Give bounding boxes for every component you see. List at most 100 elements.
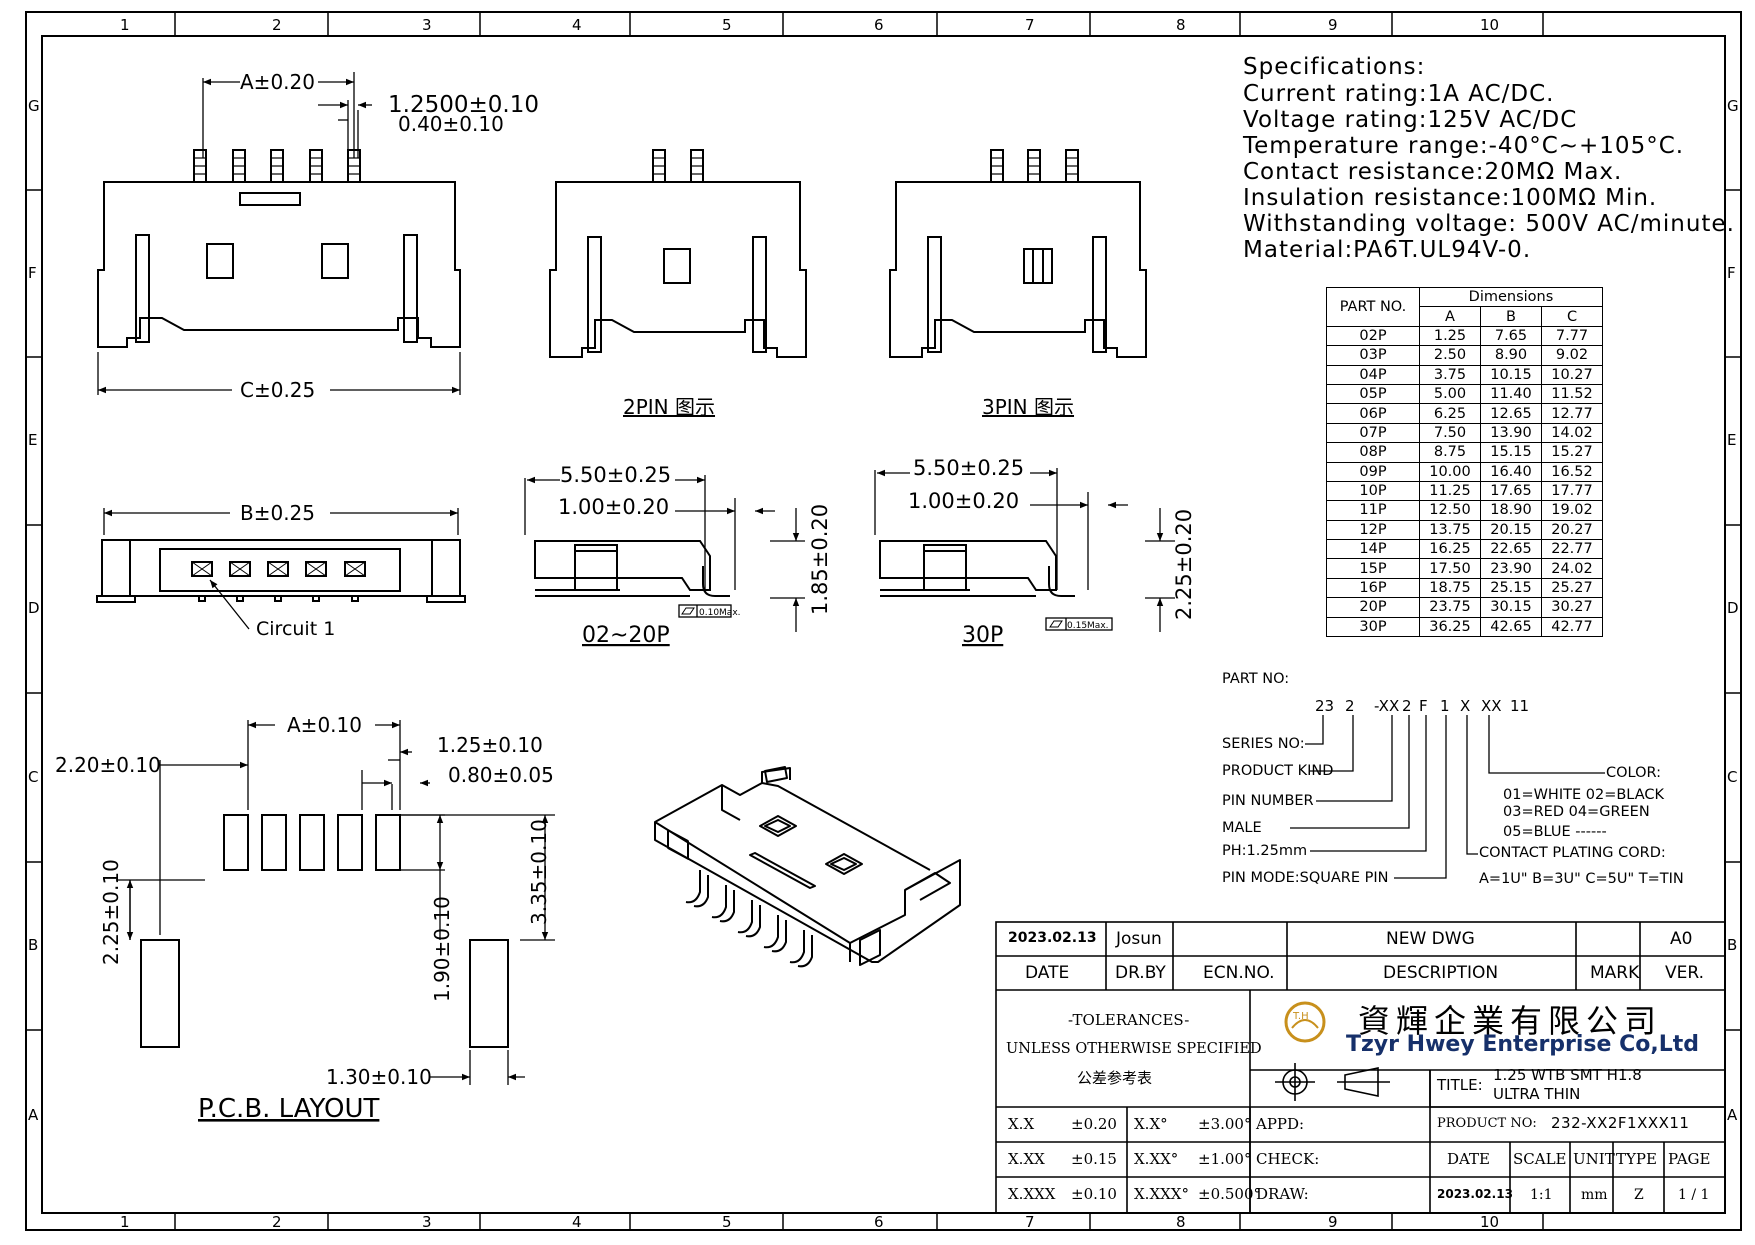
plating-label: CONTACT PLATING CORD: [1479, 845, 1666, 861]
pcb-pad [337, 814, 363, 871]
side1-flatness: 0.10Max. [699, 608, 741, 618]
inner-frame [41, 35, 1726, 1214]
tolerance-cell: ±0.10 [1071, 1185, 1117, 1203]
tolerance-cell: X.XXX° [1134, 1185, 1189, 1203]
top-dim-pin-width: 0.40±0.10 [398, 112, 504, 136]
spec-line: Insulation resistance:100MΩ Min. [1243, 185, 1658, 211]
dimension-cell: 8.75 [1419, 442, 1481, 463]
zone-col-label: 3 [422, 16, 432, 34]
pcb-layout [116, 720, 555, 1085]
three-pin-view [889, 149, 1147, 358]
pcb-dim-335: 3.35±0.10 [527, 819, 551, 925]
footer-label: UNIT [1573, 1150, 1615, 1168]
zone-col-label: 1 [120, 16, 130, 34]
zone-row-label: C [1727, 768, 1737, 786]
two-pin-view [549, 149, 807, 358]
dimension-cell: 12.65 [1480, 403, 1542, 424]
zone-col-label: 9 [1328, 16, 1338, 34]
tolerance-cell: ±1.00° [1198, 1150, 1252, 1168]
bottom-pin-tail [351, 595, 359, 602]
tb-version-value: A0 [1670, 929, 1693, 949]
tb-ecn-label: ECN.NO. [1203, 963, 1275, 983]
zone-row-label: C [28, 768, 38, 786]
top-dim-c: C±0.25 [240, 378, 315, 402]
part-no-cell: 16P [1326, 577, 1420, 599]
side1-dim-len: 5.50±0.25 [560, 463, 671, 487]
pcb-dim-220: 2.20±0.10 [55, 753, 161, 777]
zone-col-label: 4 [572, 16, 582, 34]
part-no-segment: F [1419, 697, 1428, 715]
pcb-pad [299, 814, 325, 871]
bottom-dim-b: B±0.25 [240, 501, 315, 525]
dimension-cell: 20.27 [1541, 519, 1603, 541]
dimension-cell: 16.25 [1419, 539, 1481, 560]
spec-line: Contact resistance:20MΩ Max. [1243, 159, 1623, 185]
dimension-cell: 42.65 [1480, 616, 1542, 638]
side1-dim-tail: 1.00±0.20 [558, 495, 669, 519]
specs-heading: Specifications: [1243, 54, 1426, 80]
dimension-cell: 20.15 [1480, 519, 1542, 541]
zone-row-label: G [1727, 97, 1739, 115]
dimension-cell: 17.65 [1480, 480, 1542, 502]
zone-col-label: 3 [422, 1213, 432, 1231]
iso-pin [771, 920, 787, 953]
zone-col-label: 5 [722, 1213, 732, 1231]
footer-value: Z [1634, 1187, 1644, 1203]
zone-col-label: 10 [1480, 1213, 1499, 1231]
spec-line: Withstanding voltage: 500V AC/minute. [1243, 211, 1735, 237]
iso-pin [745, 905, 761, 938]
side2-dim-len: 5.50±0.25 [913, 456, 1024, 480]
zone-col-label: 8 [1176, 1213, 1186, 1231]
pcb-dim-225: 2.25±0.10 [99, 859, 123, 965]
dimension-cell: 2.50 [1419, 345, 1481, 366]
tolerance-cell: ±0.500° [1198, 1185, 1262, 1203]
bottom-pin-tail [312, 595, 320, 602]
bottom-pin-mark [344, 561, 366, 577]
product-no-value: 232-XX2F1XXX11 [1551, 1114, 1690, 1132]
circuit-1-label: Circuit 1 [256, 618, 335, 640]
bottom-view [96, 508, 466, 630]
zone-row-label: D [1727, 599, 1739, 617]
part-no-cell: 05P [1326, 383, 1420, 405]
bottom-pin-mark [267, 561, 289, 577]
bottom-pin-tail [198, 595, 206, 602]
three-pin-caption: 3PIN 图示 [982, 395, 1074, 419]
side2-dim-height: 2.25±0.20 [1172, 509, 1196, 620]
footer-label: TYPE [1616, 1150, 1657, 1168]
iso-pin [685, 870, 701, 904]
zone-col-label: 6 [874, 16, 884, 34]
zone-col-label: 10 [1480, 16, 1499, 34]
pcb-caption: P.C.B. LAYOUT [198, 1094, 379, 1124]
tb-drby-label: DR.BY [1115, 963, 1166, 983]
dimension-cell: 42.77 [1541, 616, 1603, 638]
zone-col-label: 4 [572, 1213, 582, 1231]
bottom-pin [344, 561, 366, 577]
dimension-cell: 10.15 [1480, 364, 1542, 385]
pcb-pad [261, 814, 287, 871]
iso-pin [737, 900, 753, 934]
dimension-cell: 1.25 [1419, 325, 1481, 347]
bottom-pin [229, 561, 251, 577]
part-no-segment: 23 [1315, 697, 1335, 715]
part-no-cell: 12P [1326, 519, 1420, 541]
tolerances-cn: 公差参考表 [1077, 1069, 1153, 1087]
side2-dim-tail: 1.00±0.20 [908, 489, 1019, 513]
zone-row-label: E [28, 431, 37, 449]
side2-flatness: 0.15Max. [1067, 621, 1109, 631]
company-name-en-text: Tzyr Hwey Enterprise Co,Ltd [1346, 1032, 1700, 1057]
bottom-pin-tail [274, 595, 282, 602]
iso-pin [789, 930, 805, 964]
part-no-field: PIN MODE:SQUARE PIN [1222, 870, 1389, 886]
tb-drby-value: Josun [1116, 929, 1162, 949]
zone-col-label: 2 [272, 16, 282, 34]
iso-pin [797, 935, 813, 968]
zone-col-label: 9 [1328, 1213, 1338, 1231]
tb-title-line1: 1.25 WTB SMT H1.8 [1493, 1066, 1642, 1084]
side1-caption: 02~20P [582, 623, 670, 648]
